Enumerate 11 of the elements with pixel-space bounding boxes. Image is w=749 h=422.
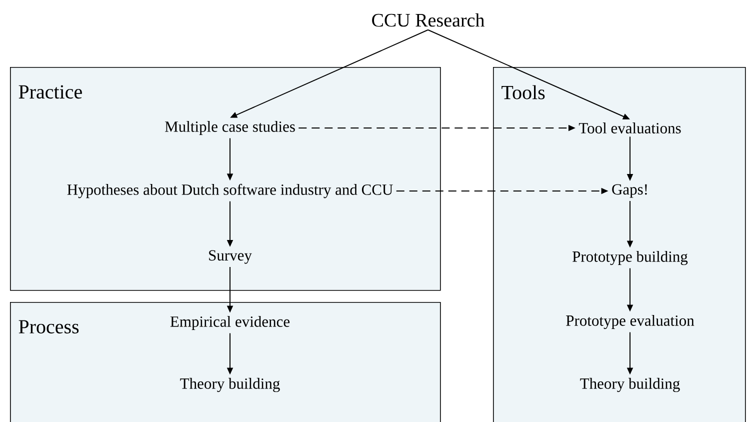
step-text: Survey <box>209 250 252 264</box>
step-text: Prototype building <box>572 250 688 266</box>
step-text: Tool evaluations <box>578 122 681 134</box>
title-text: CCU Research <box>372 13 484 27</box>
step-text: Empirical evidence <box>170 316 290 330</box>
step-text: Theory building <box>180 378 280 392</box>
step-text: Hypotheses about Dutch software industry and CCU <box>67 184 393 198</box>
step-text: Prototype evaluation <box>566 314 694 330</box>
step-text: Gaps! <box>612 184 647 198</box>
step-text: Theory building <box>580 378 680 392</box>
step-text: Multiple case studies <box>165 120 295 136</box>
